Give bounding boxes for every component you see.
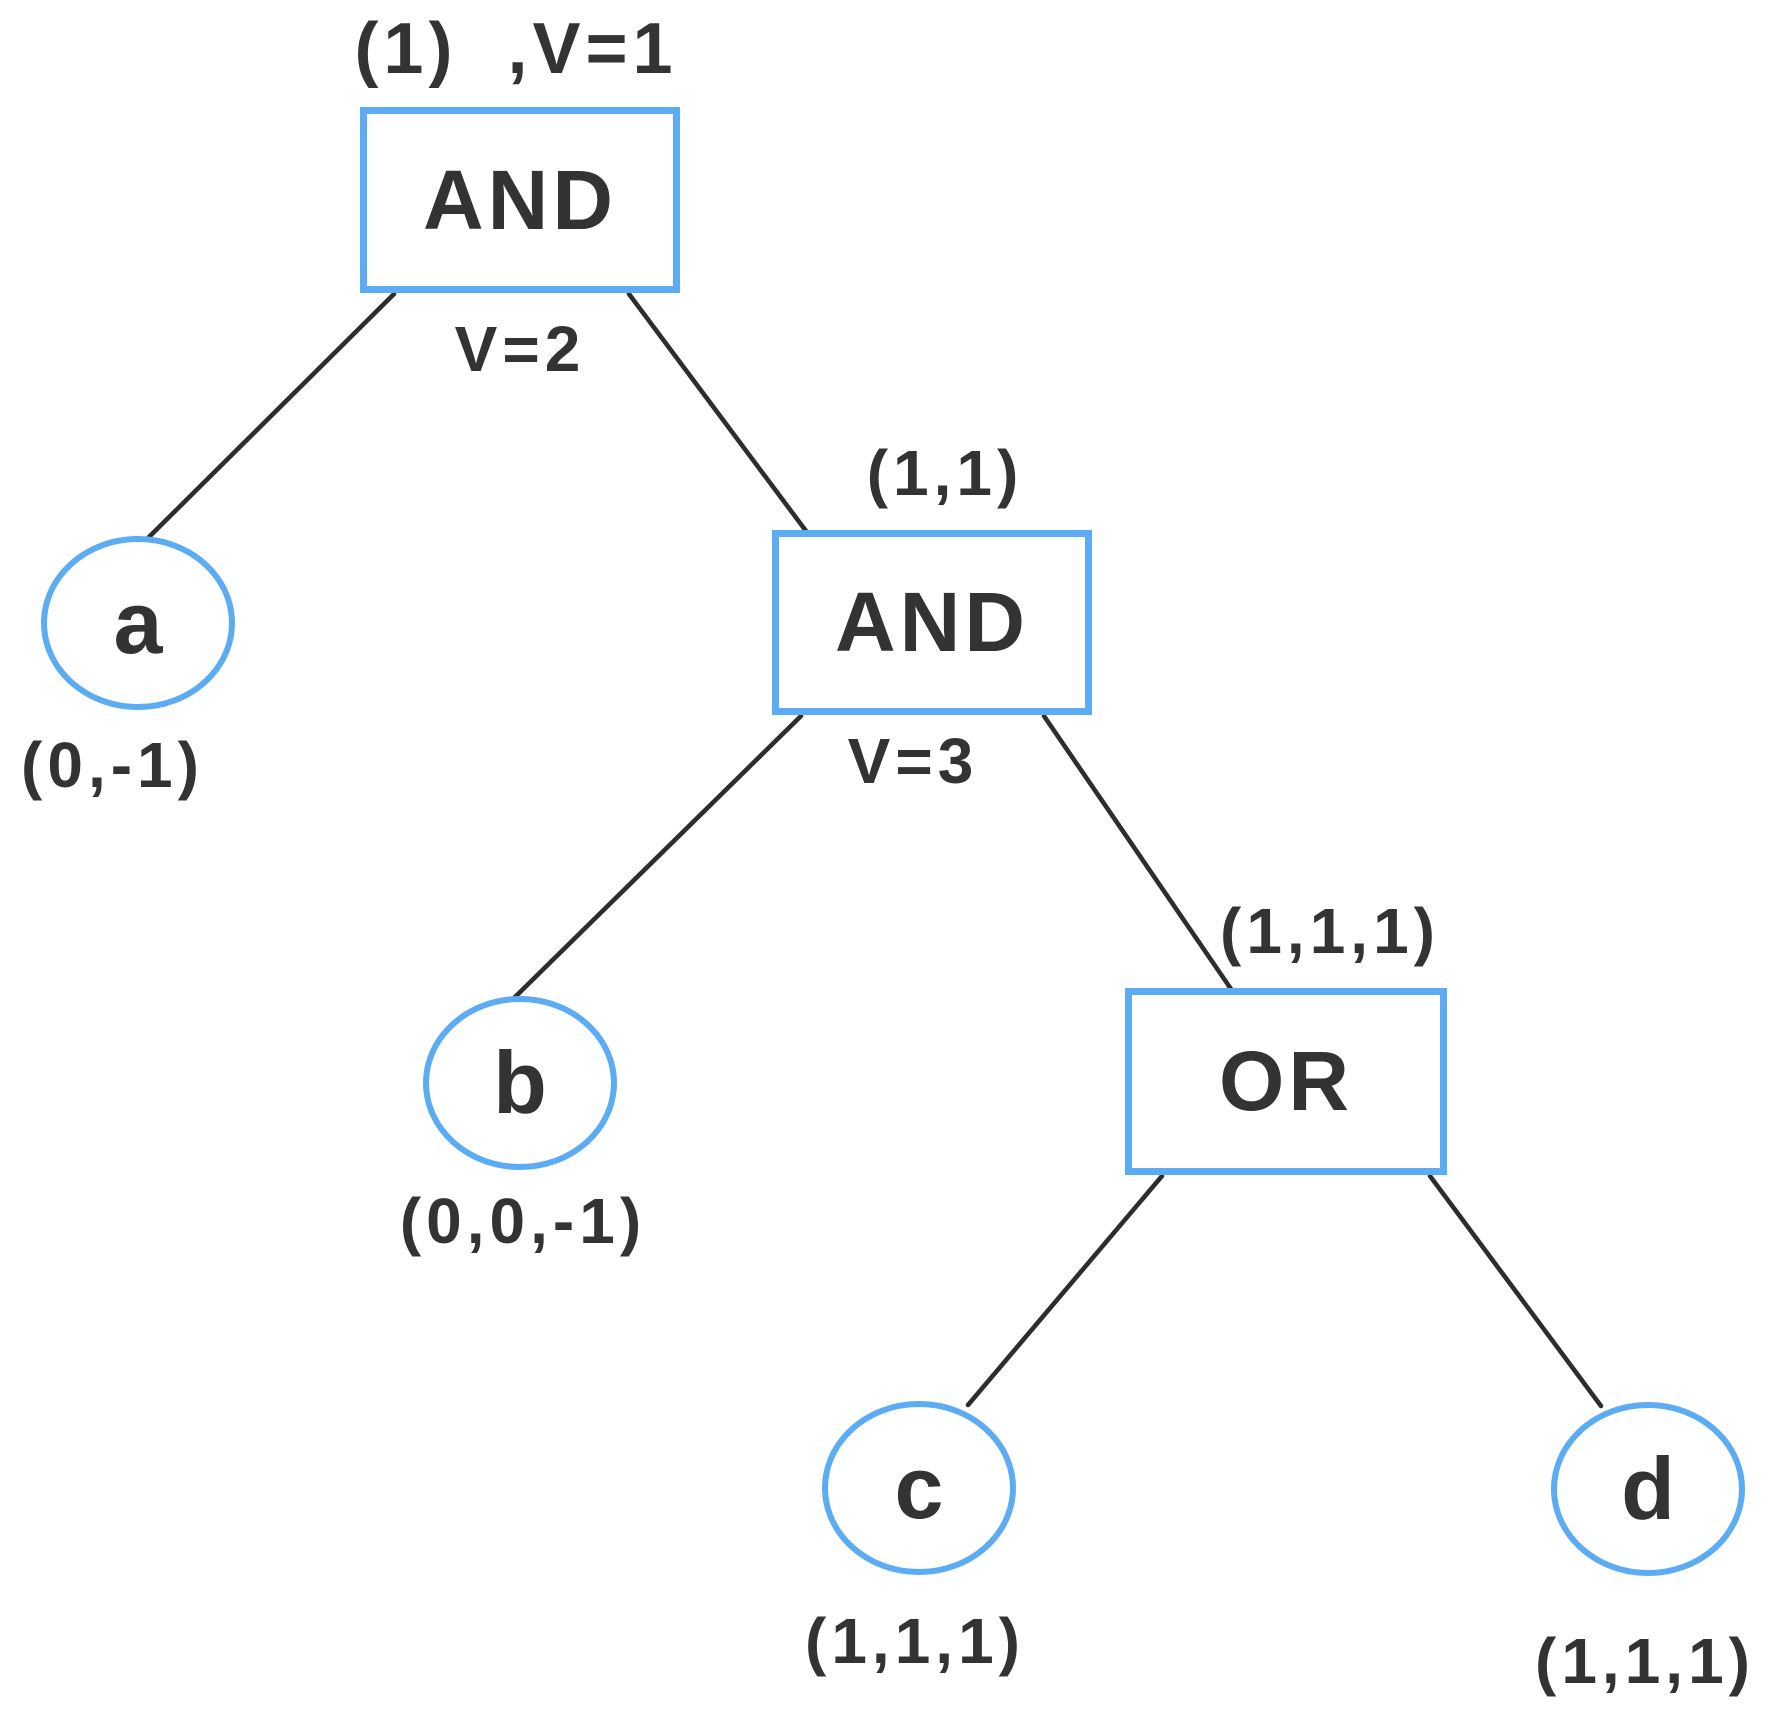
gate-and2-value-annotation: V=3 [847, 725, 979, 797]
leaf-node-c: c [822, 1401, 1016, 1575]
edge-or1-to-d [1427, 1173, 1604, 1409]
gate-and1: AND [360, 107, 680, 293]
gate-or1-top-annotation: (1,1,1) [1220, 895, 1440, 967]
leaf-c-label: c [894, 1438, 944, 1537]
gate-and2-top-annotation: (1,1) [866, 437, 1024, 509]
gate-or1: OR [1125, 988, 1447, 1175]
edge-or1-to-c [965, 1173, 1165, 1408]
gate-and2-label: AND [835, 575, 1029, 669]
edge-and1-to-and2 [626, 291, 809, 534]
gate-or1-label: OR [1219, 1034, 1353, 1128]
gate-and1-value-annotation: V=2 [454, 313, 586, 385]
leaf-d-label: d [1621, 1439, 1675, 1538]
leaf-c-annotation: (1,1,1) [805, 1605, 1025, 1677]
leaf-b-annotation: (0,0,-1) [399, 1185, 647, 1257]
gate-and1-label: AND [423, 152, 617, 247]
edge-and2-to-b [509, 713, 804, 1003]
edge-and1-to-a [143, 291, 397, 543]
leaf-node-b: b [423, 996, 617, 1170]
leaf-node-a: a [41, 536, 235, 710]
leaf-node-d: d [1551, 1402, 1745, 1576]
edge-and2-to-or1 [1041, 713, 1234, 992]
root-annotation: (1) ,V=1 [354, 9, 678, 89]
leaf-a-label: a [113, 573, 163, 672]
gate-and2: AND [772, 530, 1092, 715]
leaf-d-annotation: (1,1,1) [1535, 1625, 1755, 1697]
leaf-a-annotation: (0,-1) [21, 729, 204, 801]
leaf-b-label: b [493, 1033, 547, 1132]
